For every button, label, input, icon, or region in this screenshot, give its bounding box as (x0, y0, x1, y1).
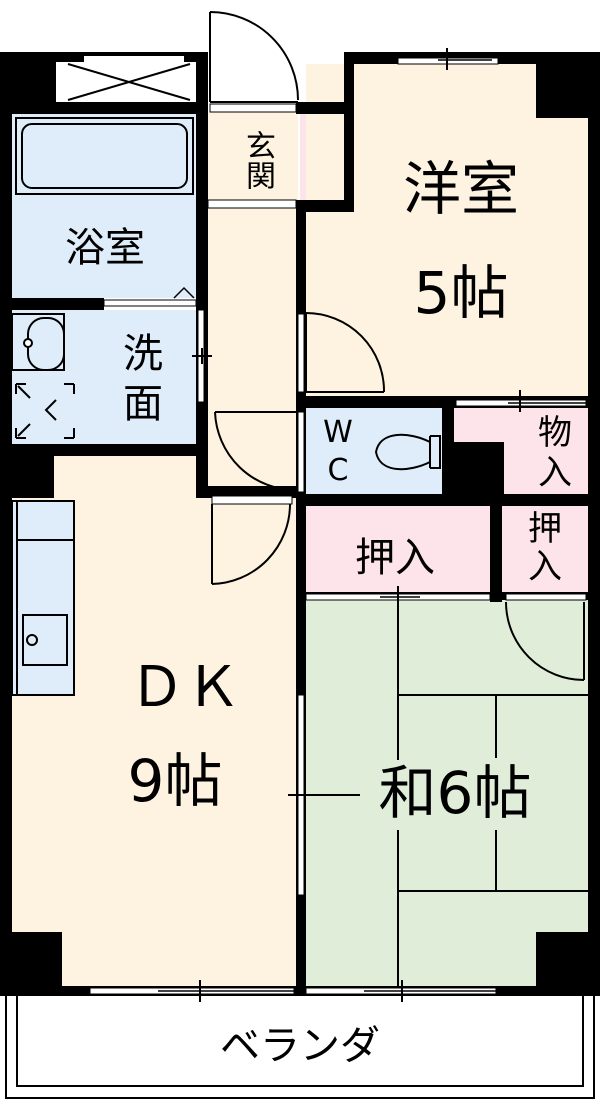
dk-label: ＤＫ (129, 655, 241, 720)
wall-closet-divider (490, 494, 502, 602)
wall-pillar (442, 442, 504, 496)
wall-wc-bottom (296, 494, 600, 506)
bathroom-floor (12, 114, 196, 298)
dk-size: 9帖 (127, 747, 223, 815)
wall-entrance-top (296, 102, 354, 114)
wall-dk-corner (0, 444, 54, 498)
kitchen-sink-icon (22, 614, 68, 666)
washing-machine-space-icon (15, 383, 75, 439)
wall-entrance-bottom (296, 200, 354, 212)
wc-floor (306, 408, 442, 494)
western-door-icon (305, 312, 386, 393)
vent-window-icon (56, 56, 196, 102)
bathroom-label: 浴室 (65, 225, 145, 271)
washroom-label-2: 面 (123, 381, 163, 427)
hall-door-icon (214, 411, 297, 491)
closet-small-label-2: 入 (528, 547, 562, 587)
wall-bottom-left-corner (0, 932, 62, 996)
japanese-room-label: 和6帖 (360, 764, 550, 822)
western-room-label: 洋室 (402, 155, 519, 223)
balcony-outline (5, 996, 595, 1099)
wall-western-left-upper (344, 52, 354, 212)
closet-small-label-1: 押 (528, 509, 562, 549)
closet-main-label: 押入 (355, 535, 435, 581)
entrance-floor (208, 112, 298, 200)
wc-label-w: W (323, 415, 353, 450)
balcony-label: ベランダ (220, 1023, 380, 1069)
storeroom-label-1: 物 (538, 413, 572, 453)
wall-left (0, 52, 12, 994)
washroom-floor (12, 310, 196, 444)
entrance-label: 玄関 (240, 130, 275, 190)
closet-door-icon (505, 601, 585, 681)
wall-right (588, 52, 600, 994)
tatami-lines (397, 600, 588, 986)
wall-bottom (0, 986, 600, 996)
washbasin-icon (11, 313, 65, 371)
dk-door-icon (211, 503, 291, 585)
washroom-label-1: 洗 (123, 331, 163, 377)
closet-small-floor (502, 506, 588, 592)
bathtub-icon (15, 117, 194, 195)
western-room-size: 5帖 (413, 259, 509, 327)
closet-main-floor (306, 506, 490, 592)
hallway-floor (208, 206, 296, 496)
storeroom-label-2: 入 (538, 453, 572, 493)
wall-bottom-right-corner (536, 932, 600, 996)
wc-label-c: C (327, 453, 349, 488)
wall-bath-wash (0, 298, 104, 310)
entrance-door-icon (209, 11, 299, 103)
toilet-icon (374, 433, 441, 471)
